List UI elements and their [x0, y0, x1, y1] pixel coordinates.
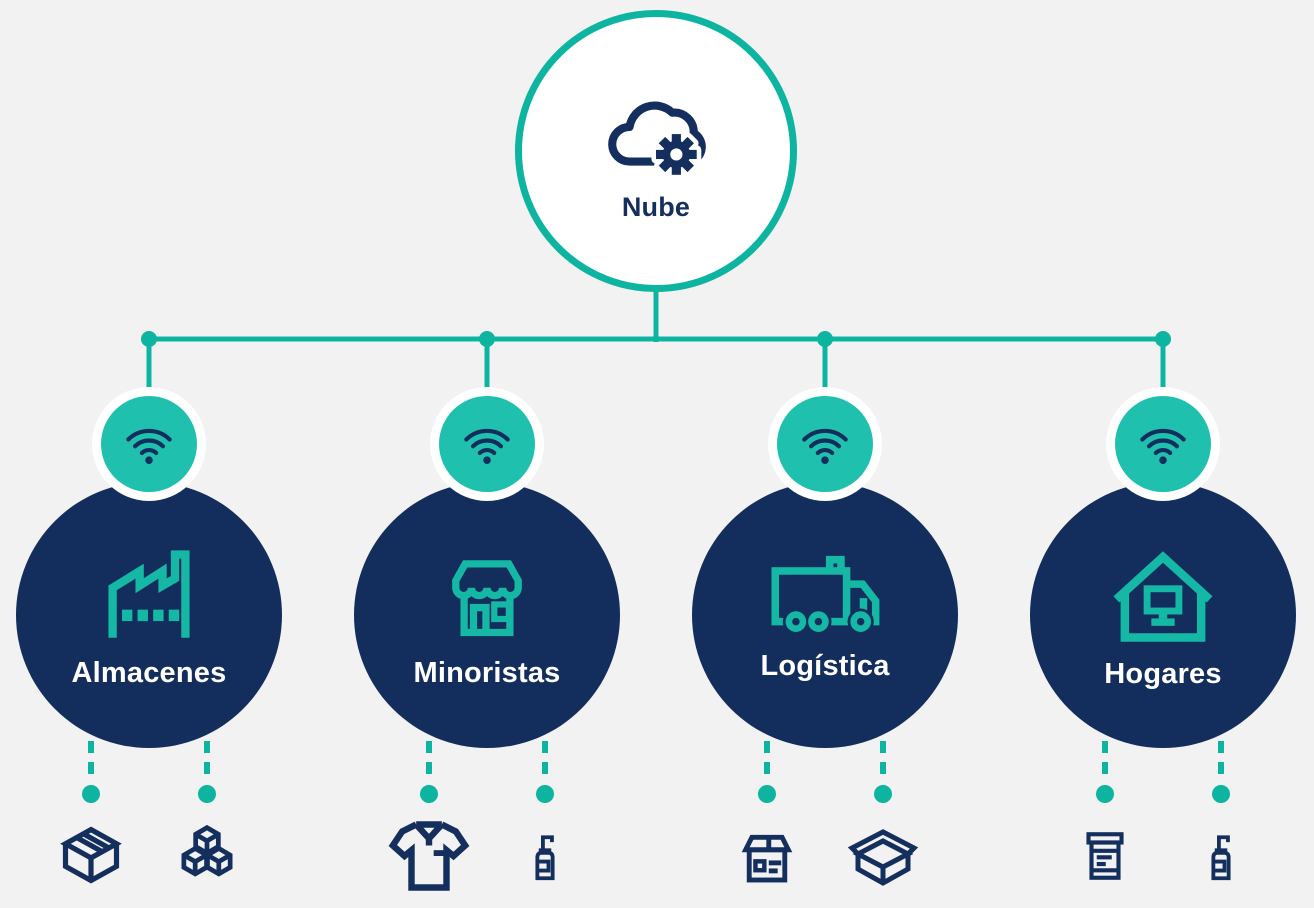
cloud-node: Nube [515, 10, 797, 292]
node-minoristas: Minoristas [354, 482, 620, 748]
item-polo-shirt [384, 811, 474, 901]
cloud-gear-icon [608, 101, 706, 178]
stacked-cubes-icon [181, 824, 233, 877]
item-dots [82, 785, 1230, 803]
wifi-icon [126, 428, 172, 464]
node-logistica: Logística [692, 482, 958, 748]
branch-hogares: Hogares [1023, 396, 1303, 908]
root-label: Nube [621, 191, 691, 222]
node-label: Minoristas [413, 656, 561, 689]
node-label: Logística [760, 649, 890, 682]
item-sealed-box [46, 811, 136, 901]
branch-junction-dots [141, 331, 1171, 347]
pump-bottle-icon [535, 835, 555, 881]
node-label: Hogares [1104, 657, 1222, 690]
wifi-icon [1140, 428, 1186, 464]
wifi-badge [777, 396, 873, 492]
wifi-icon [464, 428, 510, 464]
node-label: Almacenes [71, 656, 227, 689]
delivery-truck-icon [771, 555, 880, 635]
pill-bottle-icon [1086, 832, 1124, 880]
item-labeled-parcel [722, 811, 812, 901]
item-dashed-lines [88, 741, 1224, 779]
open-box-icon [847, 829, 919, 886]
branch-minoristas: Minoristas [347, 396, 627, 908]
wifi-badge [439, 396, 535, 492]
item-stacked-cubes [162, 811, 252, 901]
sealed-box-icon [60, 826, 122, 884]
wifi-badge [1115, 396, 1211, 492]
item-pump-bottle [1176, 811, 1266, 901]
node-hogares: Hogares [1030, 482, 1296, 748]
branch-logistica: Logística [685, 396, 965, 908]
labeled-parcel-icon [741, 834, 793, 883]
branch-almacenes: Almacenes [9, 396, 289, 908]
storefront-icon [452, 559, 522, 636]
wifi-icon [802, 428, 848, 464]
node-almacenes: Almacenes [16, 482, 282, 748]
item-pill-bottle [1060, 811, 1150, 901]
item-pump-bottle [500, 811, 590, 901]
polo-shirt-icon [388, 821, 470, 891]
smart-home-icon [1113, 550, 1213, 642]
factory-icon [108, 549, 190, 638]
item-open-box [838, 811, 928, 901]
wifi-badge [101, 396, 197, 492]
pump-bottle-icon [1211, 835, 1231, 881]
